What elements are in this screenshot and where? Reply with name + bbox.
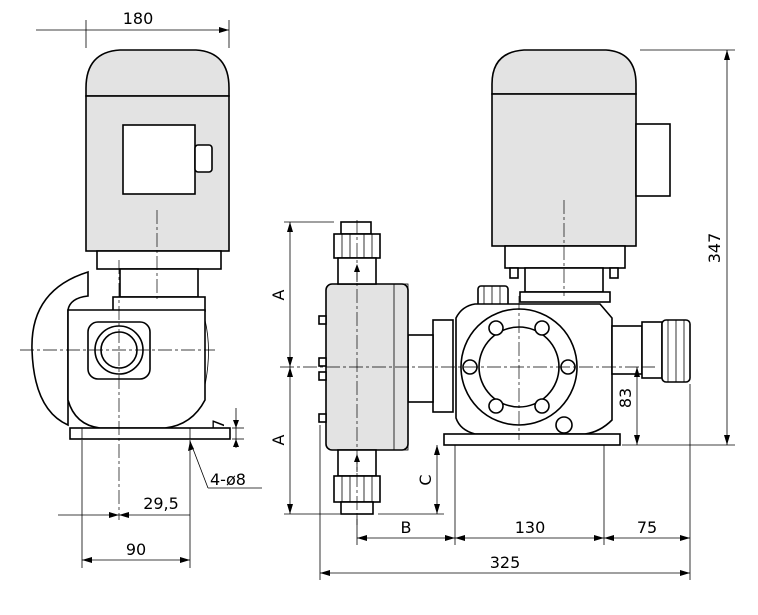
arrowhead: [604, 535, 614, 541]
arrowhead: [434, 504, 440, 514]
flange-bolt: [509, 267, 519, 279]
arrowhead: [680, 570, 690, 576]
arrowhead: [445, 535, 455, 541]
terminal-box-front: [635, 123, 671, 197]
motor-neck: [119, 268, 199, 298]
dim-75-label: 75: [637, 518, 657, 537]
dim-7-label: 7: [209, 419, 228, 429]
arrowhead: [354, 454, 360, 462]
dim-a-top-label: A: [269, 289, 288, 300]
arrowhead: [188, 441, 194, 451]
arrowhead: [455, 535, 465, 541]
arrowhead: [287, 504, 293, 514]
arrowhead: [219, 27, 229, 33]
arrowhead: [354, 264, 360, 272]
head-bolt: [318, 371, 327, 381]
flange-bolt: [609, 267, 619, 279]
motor-body-front: [491, 93, 637, 247]
arrowhead: [287, 222, 293, 232]
pump-head-neck: [407, 334, 434, 403]
arrowhead: [724, 435, 730, 445]
housing-edge: [204, 319, 209, 386]
arrowhead: [287, 367, 293, 377]
housing-bolt: [534, 320, 550, 336]
gearbox-side-plate: [432, 319, 454, 413]
arrowhead: [109, 512, 119, 518]
drain-plug: [555, 416, 573, 434]
arrowhead: [434, 445, 440, 455]
arrowhead: [119, 512, 129, 518]
dim-130-label: 130: [515, 518, 546, 537]
arrowhead: [180, 557, 190, 563]
drive-housing-round: [31, 270, 89, 427]
arrowhead: [357, 535, 367, 541]
motor-fan-cover: [85, 49, 230, 97]
dim-90-label: 90: [126, 540, 146, 559]
motor-flange-front: [504, 245, 626, 269]
motor-fan-cover-front: [491, 49, 637, 95]
housing-bolt: [488, 398, 504, 414]
dim-c-label: C: [416, 474, 435, 485]
adjust-housing: [611, 325, 643, 375]
housing-bolt: [534, 398, 550, 414]
coupling-plate-front: [519, 291, 611, 303]
dim-83-label: 83: [616, 388, 635, 408]
dim-a-bottom-label: A: [269, 434, 288, 445]
head-bolt: [318, 413, 327, 423]
head-bolt: [318, 315, 327, 325]
dim-29-5-label: 29,5: [143, 494, 179, 513]
arrowhead: [724, 50, 730, 60]
dim-325-label: 325: [490, 553, 521, 572]
dim-holes-label: 4-ø8: [210, 470, 246, 489]
arrowhead: [320, 570, 330, 576]
arrowhead: [680, 535, 690, 541]
side-view: 180 7 4-ø8 29,5 90: [20, 9, 262, 568]
arrowhead: [287, 357, 293, 367]
base-plate-side: [69, 427, 231, 440]
dim-180-label: 180: [123, 9, 154, 28]
coupling-plate: [112, 296, 206, 312]
upper-valve-cap: [340, 221, 372, 235]
terminal-box: [122, 124, 196, 195]
housing-bolt: [488, 320, 504, 336]
arrowhead: [594, 535, 604, 541]
arrowhead: [634, 367, 640, 377]
dim-b-label: B: [401, 518, 412, 537]
adjust-collar: [641, 321, 663, 379]
head-bolt: [318, 357, 327, 367]
base-plate-front: [443, 433, 621, 446]
arrowhead: [233, 439, 239, 447]
motor-flange: [96, 250, 222, 270]
terminal-box-gland: [194, 144, 213, 173]
arrowhead: [233, 420, 239, 428]
front-view: 347 83 A A C: [269, 49, 735, 580]
arrowhead: [634, 435, 640, 445]
dim-347-label: 347: [705, 233, 724, 264]
arrowhead: [82, 557, 92, 563]
